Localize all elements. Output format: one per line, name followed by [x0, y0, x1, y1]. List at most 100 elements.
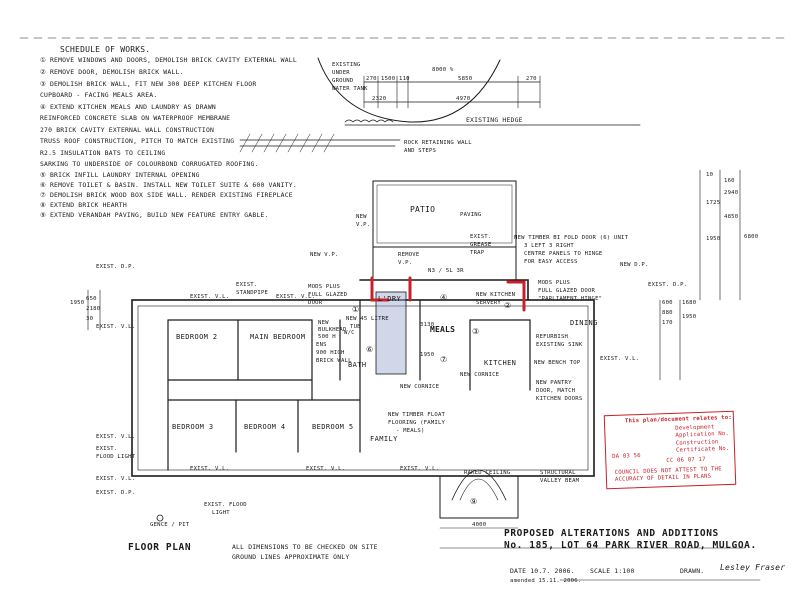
cornice-label: NEW CORNICE: [400, 384, 440, 390]
dimension-value: 270: [366, 76, 377, 82]
grease-trap-label: TRAP: [470, 250, 485, 256]
dimension-value: 10: [706, 172, 714, 178]
dimension-overall: 8000 %: [432, 67, 454, 73]
bulkhead-label: 500 H: [318, 334, 336, 340]
pantry-label: NEW PANTRY: [536, 380, 572, 386]
dimension-value: 160: [724, 178, 735, 184]
exist-vl-label: EXIST. V.L.: [400, 466, 440, 472]
header-label: N3 / 5L 3R: [428, 268, 464, 274]
dimension-value: 1950: [682, 314, 697, 320]
paving-label: PAVING: [460, 212, 482, 218]
floor-plan-title: FLOOR PLAN: [128, 542, 192, 553]
dimension-value: 110: [399, 76, 410, 82]
flood-light-label: EXIST.: [96, 446, 118, 452]
dimension-value: 1500: [381, 76, 396, 82]
bifold-door-label: CENTRE PANELS TO HINGE: [524, 251, 603, 257]
mods-glazed-label: MODS PLUS: [308, 284, 341, 290]
bench-label: NEW BENCH TOP: [534, 360, 581, 366]
schedule-title: SCHEDULE OF WORKS.: [60, 45, 151, 54]
new-vp-label: V.P.: [356, 222, 371, 228]
new-vp-label: NEW: [356, 214, 367, 220]
mods-parliament-label: FULL GLAZED DOOR: [538, 288, 596, 294]
room-patio: PATIO: [410, 205, 436, 214]
schedule-item: ⑤ BRICK INFILL LAUNDRY INTERNAL OPENING: [40, 171, 200, 179]
room-laundry: L'DRY: [378, 295, 402, 303]
exist-vl-label: EXIST. V.L.: [190, 294, 230, 300]
mods-glazed-label: FULL GLAZED: [308, 292, 348, 298]
flood-light-label: EXIST. FLOOD: [204, 502, 247, 508]
room-family: FAMILY: [370, 435, 398, 443]
dimension-value: 1950: [706, 236, 721, 242]
schedule-item: REINFORCED CONCRETE SLAB ON WATERPROOF M…: [40, 114, 231, 122]
dimension-value: 4970: [456, 96, 471, 102]
new-dp-label: NEW D.P.: [620, 262, 649, 268]
demolition-mark: [506, 280, 526, 312]
callout-number: ②: [504, 301, 512, 310]
exist-vl-label: EXIST. V.L.: [600, 356, 640, 362]
dimension-value: 6800: [744, 234, 759, 240]
room-bedroom-3: BEDROOM 3: [172, 423, 214, 431]
raked-ceiling-label: RAKED CEILING: [464, 470, 511, 476]
dimension-value: 1680: [682, 300, 697, 306]
standpipe-label: EXIST.: [236, 282, 258, 288]
patio-outline: [372, 180, 517, 248]
dimension-value: 880: [662, 310, 673, 316]
stamp-number: CC 06 07 17: [666, 456, 706, 465]
sink-label: REFURBISH: [536, 334, 569, 340]
exist-dp-label: EXIST. D.P.: [648, 282, 688, 288]
dimension-value: 30: [86, 316, 94, 322]
pantry-label: DOOR, MATCH: [536, 388, 576, 394]
drawing-title: PROPOSED ALTERATIONS AND ADDITIONS: [504, 528, 719, 539]
mods-parliament-label: MODS PLUS: [538, 280, 571, 286]
dimension-value: 650: [86, 296, 97, 302]
callout-number: ⑥: [366, 345, 374, 354]
dimension-value: 1950: [420, 352, 435, 358]
cornice-label: NEW CORNICE: [460, 372, 500, 378]
tank-label: UNDER: [332, 70, 350, 76]
exist-dp-label: EXIST. D.P.: [96, 490, 136, 496]
dimension-value: 1950: [70, 300, 85, 306]
site-note: ALL DIMENSIONS TO BE CHECKED ON SITE: [232, 543, 378, 551]
exist-vl-label: EXIST. V.L.: [276, 294, 316, 300]
rock-wall-label: AND STEPS: [404, 148, 437, 154]
valley-beam-label: VALLEY BEAM: [540, 478, 580, 484]
room-meals: MEALS: [430, 325, 456, 334]
standpipe-label: STANDPIPE: [236, 290, 269, 296]
valley-beam-label: STRUCTURAL: [540, 470, 576, 476]
schedule-item: ⑧ EXTEND BRICK HEARTH: [40, 201, 127, 209]
ens-label: ENS: [316, 342, 327, 348]
callout-number: ⑦: [440, 355, 448, 364]
house-outline: [131, 299, 595, 477]
pantry-label: KITCHEN DOORS: [536, 396, 583, 402]
retaining-wall: [239, 139, 401, 147]
brick-wall-label: 900 HIGH: [316, 350, 345, 356]
drawing-date: DATE 10.7. 2006.: [510, 567, 575, 575]
schedule-item: ③ DEMOLISH BRICK WALL, FIT NEW 300 DEEP …: [40, 80, 257, 88]
dimension-value: 1725: [706, 200, 721, 206]
room-bedroom-4: BEDROOM 4: [244, 423, 286, 431]
floor-label: NEW TIMBER FLOAT: [388, 412, 446, 418]
tank-label: EXISTING: [332, 62, 361, 68]
grease-trap-label: GREASE: [470, 242, 492, 248]
gence-label: GENCE / PIT: [150, 522, 190, 528]
schedule-item: ④ EXTEND KITCHEN MEALS AND LAUNDRY AS DR…: [40, 103, 216, 111]
callout-number: ③: [472, 327, 480, 336]
laundry-hatch: [375, 291, 407, 375]
exist-vl-label: EXIST. V.L.: [96, 324, 136, 330]
drawing-amended: amended 15.11. 2006.: [510, 578, 582, 584]
schedule-item: ⑦ DEMOLISH BRICK WOOD BOX SIDE WALL. REN…: [40, 191, 293, 199]
bulkhead-label: BULKHEAD: [318, 327, 347, 333]
sink-label: EXISTING SINK: [536, 342, 583, 348]
stamp-line: Application No.: [675, 430, 730, 439]
council-stamp: This plan/document relates to: Developme…: [603, 410, 737, 490]
demolition-mark: [370, 276, 390, 302]
room-bedroom-5: BEDROOM 5: [312, 423, 354, 431]
flood-light-label: LIGHT: [212, 510, 230, 516]
room-main-bedroom: MAIN BEDROOM: [250, 333, 306, 341]
servery-label: SERVERY: [476, 300, 501, 306]
drawing-scale: SCALE 1:100: [590, 567, 635, 575]
callout-number: ⑨: [470, 497, 478, 506]
dimension-value: 2940: [724, 190, 739, 196]
remove-vp-label: REMOVE: [398, 252, 420, 258]
